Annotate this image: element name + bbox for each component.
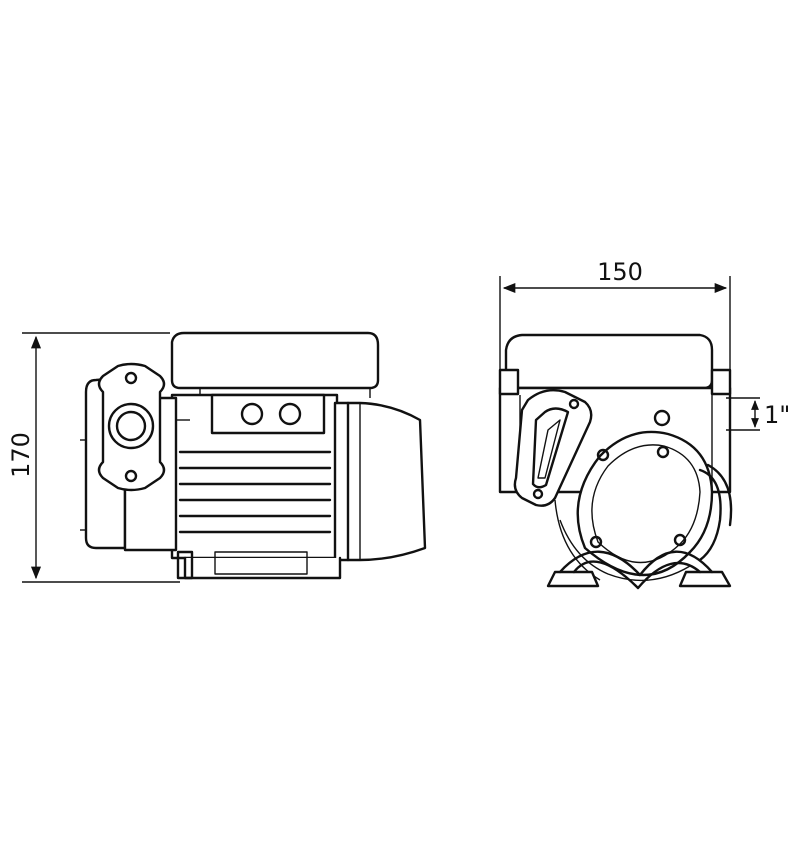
height-dimension: 170 [7,332,180,583]
pump-front-view [498,333,733,590]
cooling-fins [178,450,332,534]
terminal-box [170,331,380,390]
fan-cover [333,401,427,562]
inlet-flange [97,362,166,492]
inlet-port [107,402,155,450]
height-label: 170 [7,432,35,478]
cable-gland [240,402,264,426]
foot-left [546,570,600,588]
motor-foot [183,556,342,580]
gland-block [210,393,326,435]
port-label: 1" [764,401,790,429]
port-dimension: 1" [726,397,790,431]
width-label: 150 [597,258,643,286]
foot-right [678,570,732,588]
terminal-box-front [504,333,714,390]
width-dimension: 150 [499,258,731,372]
cable-gland [278,402,302,426]
pump-side-view [80,331,427,580]
pump-volute [576,430,714,577]
